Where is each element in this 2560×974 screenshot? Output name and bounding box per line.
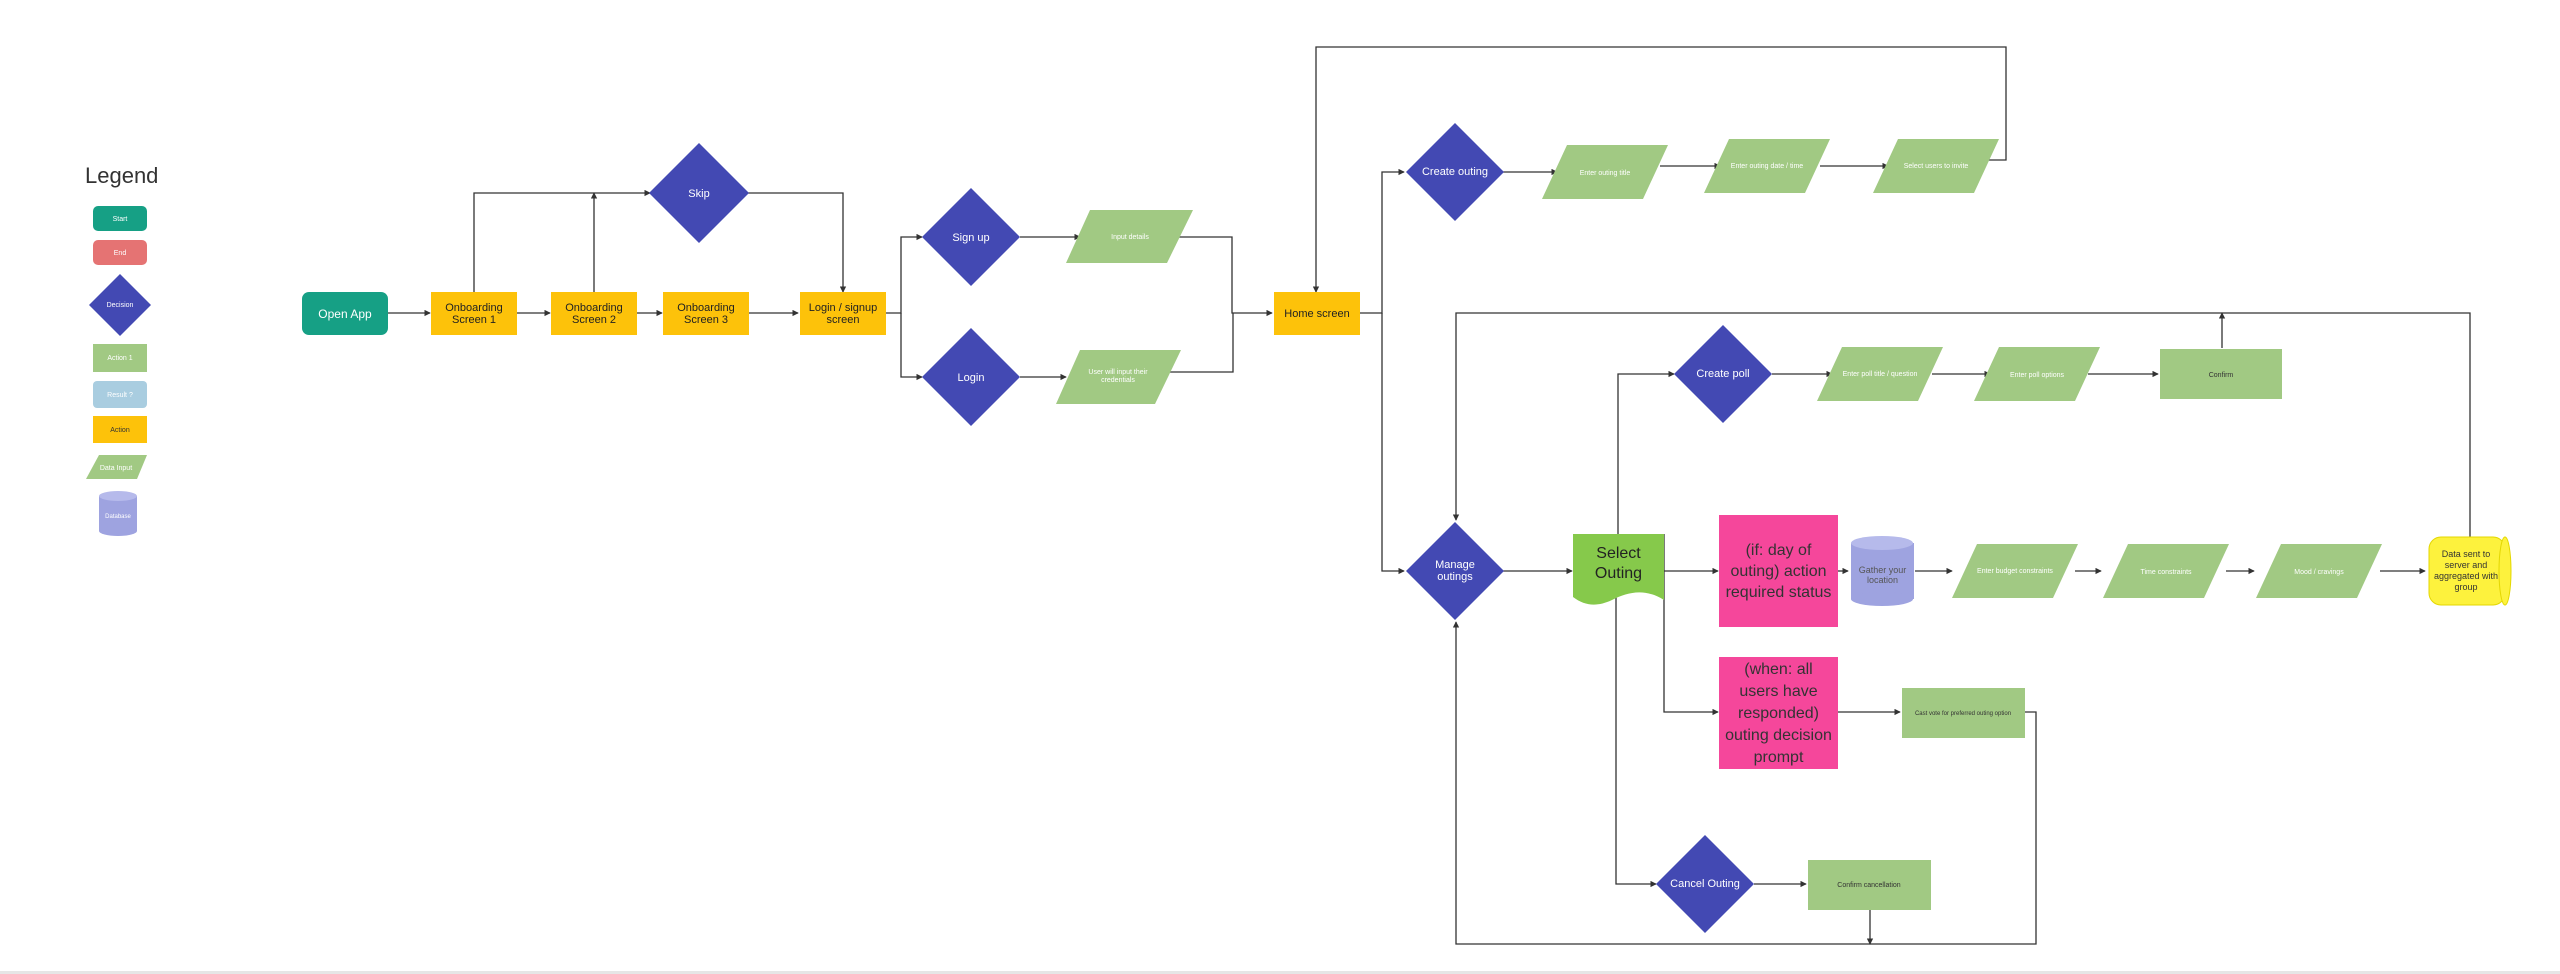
when-all-users-node[interactable]: (when: all users have responded) outing … [1711,657,1846,791]
data-sent-label: Data sent to server and aggregated with … [2433,549,2499,592]
mood-cravings-label: Mood / cravings [2294,569,2344,576]
day-of-outing-label: (if: day of outing) action required stat… [1725,541,1832,601]
confirm-cancellation-label: Confirm cancellation [1837,882,1901,889]
sign-up-label: Sign up [952,232,989,244]
onboarding-screen-1-node[interactable]: Onboarding Screen 1 [431,292,517,335]
time-constraints-label: Time constraints [2140,569,2192,576]
mood-cravings-node[interactable]: Mood / cravings [2256,544,2382,598]
home-screen-node[interactable]: Home screen [1274,292,1360,335]
connector [1168,313,1234,373]
home-screen-label: Home screen [1284,308,1349,320]
legend-action-swatch [93,416,147,443]
select-users-node[interactable]: Select users to invite [1873,139,1999,193]
connector [1452,621,2037,945]
enter-outing-date-node[interactable]: Enter outing date / time [1704,139,1830,193]
login-signup-label: Login / signup screen [808,301,878,326]
enter-poll-title-label: Enter poll title / question [1842,371,1918,378]
legend: Legend Start End Decision Action 1 Resul… [85,163,158,536]
create-poll-label: Create poll [1696,368,1750,380]
enter-outing-title-label: Enter outing title [1580,170,1631,177]
legend-result-label: Result ? [107,392,133,399]
confirm-poll-node[interactable]: Confirm [2160,349,2282,399]
connector [1617,370,1675,534]
legend-result-swatch [93,381,147,408]
connector [900,313,923,381]
cancel-outing-label: Cancel Outing [1670,878,1740,890]
legend-decision-swatch [89,274,151,336]
skip-label: Skip [688,188,709,200]
legend-end-swatch [93,240,147,265]
cancel-outing-decision[interactable]: Cancel Outing [1656,835,1754,933]
enter-outing-date-label: Enter outing date / time [1730,163,1804,170]
connector [473,189,651,292]
legend-start-swatch [93,206,147,231]
login-signup-node[interactable]: Login / signup screen [800,292,886,335]
sign-up-decision[interactable]: Sign up [922,188,1020,286]
when-all-users-label: (when: all users have responded) outing … [1725,661,1832,766]
login-label: Login [958,372,985,384]
user-credentials-label: User will input their credentials [1088,369,1148,384]
legend-action1-swatch [93,344,147,372]
login-decision[interactable]: Login [922,328,1020,426]
manage-outings-decision[interactable]: Manage outings [1406,522,1504,620]
enter-budget-node[interactable]: Enter budget constraints [1952,544,2078,598]
gather-location-label: Gather your location [1858,565,1907,585]
manage-outings-label: Manage outings [1435,559,1475,583]
input-details-label: Input details [1111,234,1149,241]
open-app-node[interactable]: Open App [302,292,388,335]
connector [1381,313,1405,575]
enter-poll-title-node[interactable]: Enter poll title / question [1817,347,1943,401]
input-details-node[interactable]: Input details [1066,210,1193,263]
connector [1452,312,2471,537]
legend-action-label: Action [110,427,130,434]
enter-budget-label: Enter budget constraints [1977,568,2053,575]
select-outing-node[interactable]: Select Outing [1573,534,1664,605]
create-outing-decision[interactable]: Create outing [1406,123,1504,221]
confirm-cancellation-node[interactable]: Confirm cancellation [1808,860,1931,910]
onboarding-screen-2-node[interactable]: Onboarding Screen 2 [551,292,637,335]
cast-vote-node[interactable]: Cast vote for preferred outing option [1902,688,2025,738]
connector [1178,236,1273,317]
connector [886,233,923,314]
connector [1615,596,1657,888]
onboarding-screen-3-label: Onboarding Screen 3 [677,301,735,326]
connector [1663,534,1719,716]
legend-database-label: Database [105,514,131,520]
canvas-bottom-edge [0,971,2560,974]
legend-data-input-label: Data Input [100,465,132,472]
open-app-label: Open App [318,307,372,321]
confirm-poll-label: Confirm [2209,372,2234,379]
connectors [388,46,2471,945]
legend-decision-label: Decision [107,302,134,309]
legend-data-input-swatch [86,455,147,479]
connector [1360,168,1405,314]
user-credentials-node[interactable]: User will input their credentials [1056,350,1181,404]
enter-outing-title-node[interactable]: Enter outing title [1542,145,1668,199]
gather-location-database[interactable]: Gather your location [1851,536,1914,606]
cast-vote-label: Cast vote for preferred outing option [1915,711,2011,717]
data-sent-node[interactable]: Data sent to server and aggregated with … [2428,536,2512,606]
legend-end-label: End [114,250,127,257]
onboarding-screen-2-label: Onboarding Screen 2 [565,301,623,326]
create-outing-label: Create outing [1421,166,1489,178]
legend-title: Legend [85,163,158,188]
onboarding-screen-3-node[interactable]: Onboarding Screen 3 [663,292,749,335]
day-of-outing-node[interactable]: (if: day of outing) action required stat… [1719,515,1838,627]
enter-poll-options-label: Enter poll options [2010,372,2065,379]
select-outing-label: Select Outing [1594,545,1643,582]
enter-poll-options-node[interactable]: Enter poll options [1974,347,2100,401]
legend-action1-label: Action 1 [107,355,132,362]
onboarding-screen-1-label: Onboarding Screen 1 [445,301,503,326]
select-users-label: Select users to invite [1903,163,1969,170]
legend-database-swatch [99,491,137,536]
time-constraints-node[interactable]: Time constraints [2103,544,2229,598]
connector [1312,46,2007,293]
create-poll-decision[interactable]: Create poll [1674,325,1772,423]
legend-start-label: Start [113,216,128,223]
connector [748,192,847,293]
skip-decision[interactable]: Skip [649,143,749,243]
